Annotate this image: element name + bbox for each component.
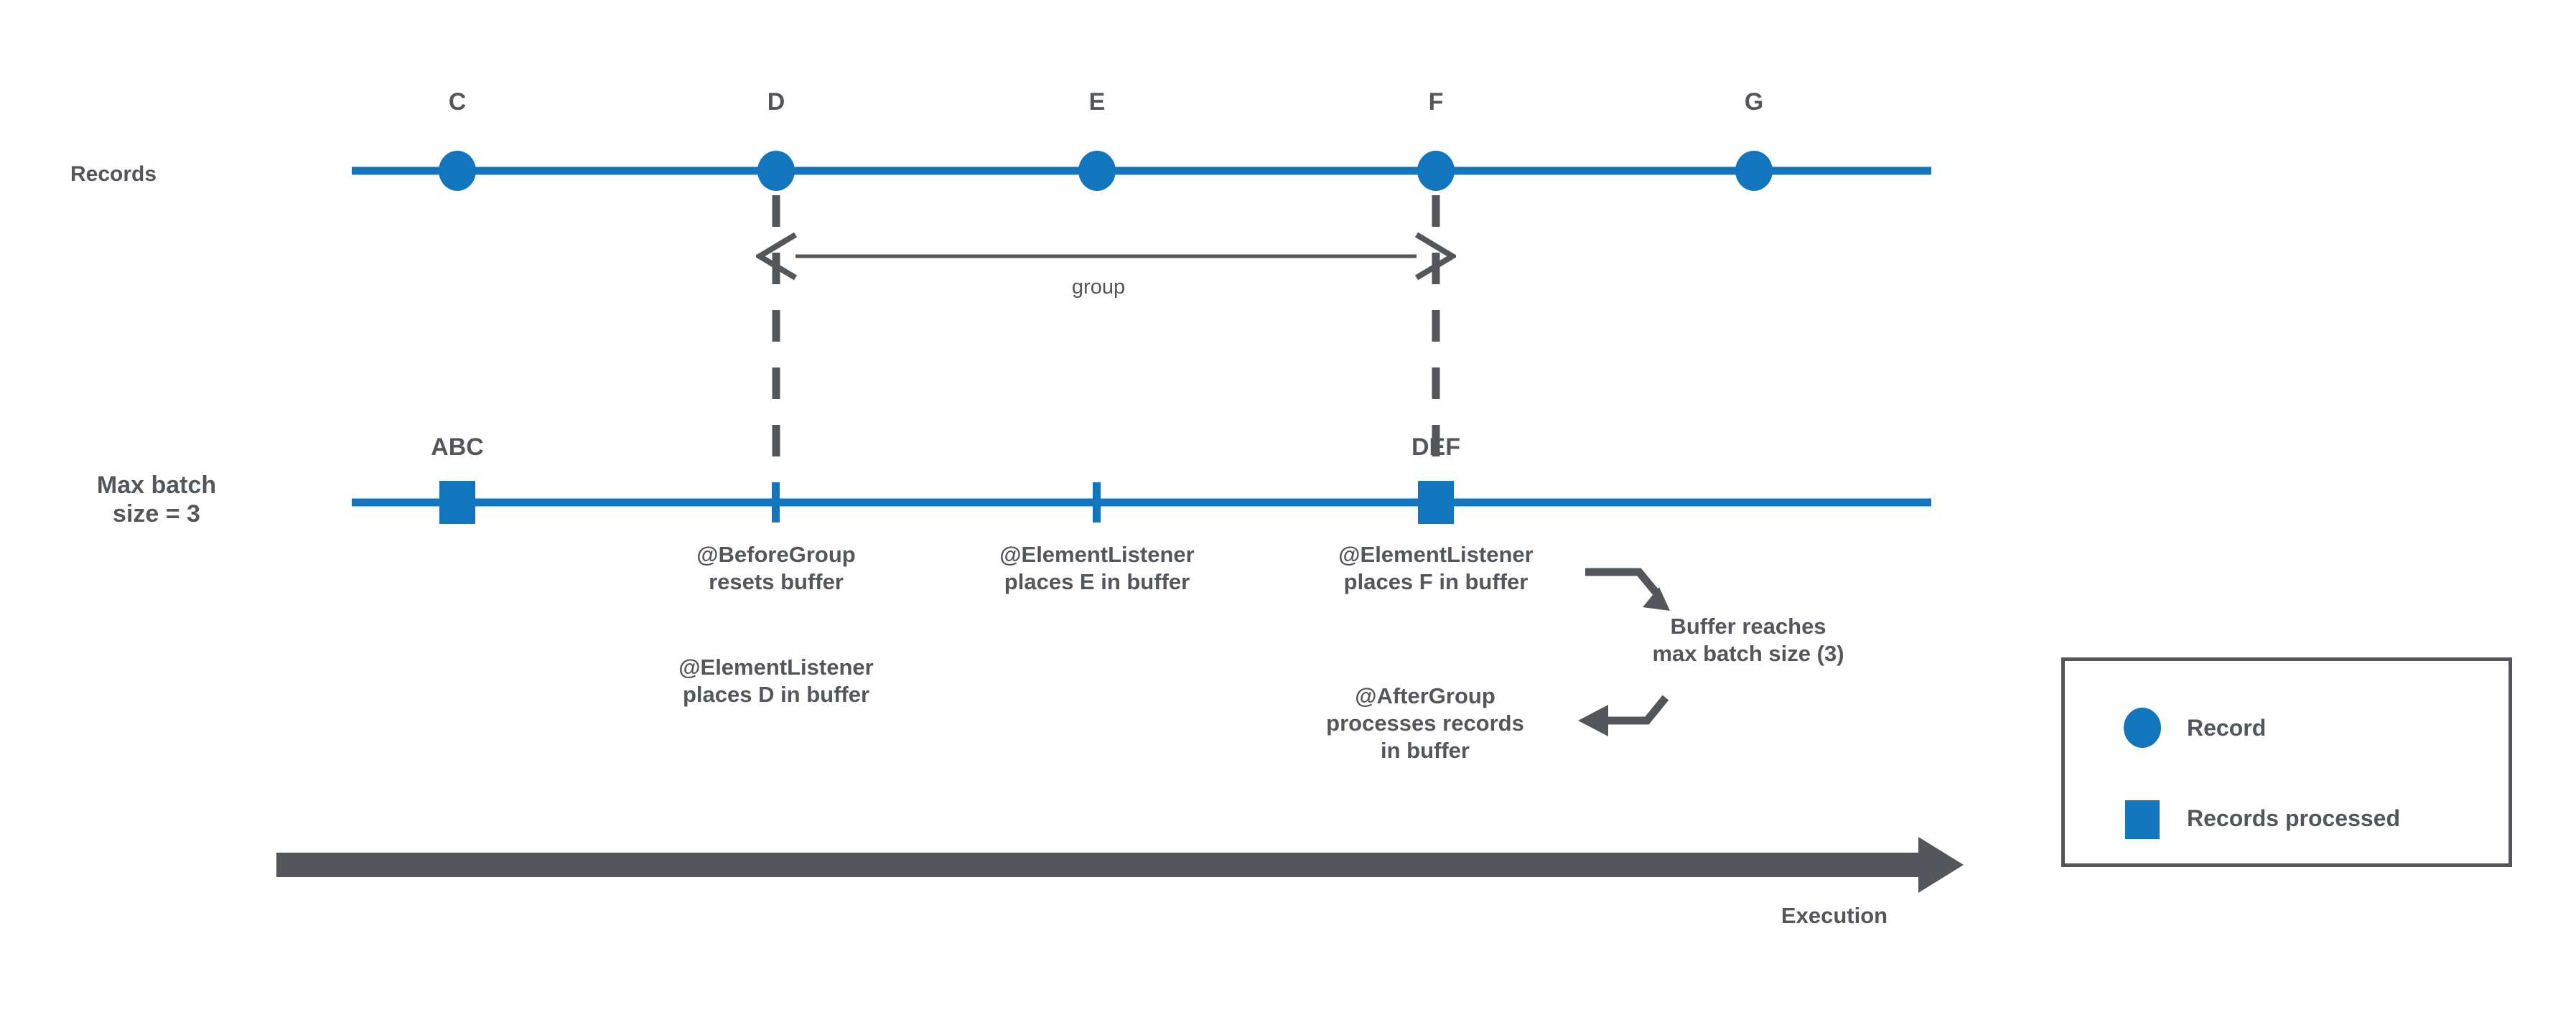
execution-axis-arrow xyxy=(276,837,1964,893)
record-label-e: E xyxy=(1088,88,1106,116)
callout-arrow-down-right xyxy=(1585,568,1663,599)
record-marker-c xyxy=(439,151,476,191)
execution-axis-label: Execution xyxy=(1781,903,1888,928)
callout-arrow-down-left xyxy=(1599,695,1669,725)
record-label-d: D xyxy=(767,88,785,116)
batch-tick-e xyxy=(1093,482,1101,522)
legend-record-label: Record xyxy=(2187,715,2267,741)
batch-label-abc: ABC xyxy=(431,433,484,461)
annotation-element-listener-e-line1: @ElementListener xyxy=(999,542,1195,567)
group-span-label: group xyxy=(1071,276,1126,299)
record-marker-d xyxy=(757,151,795,191)
record-marker-g xyxy=(1735,151,1773,191)
callout-arrowhead-down-right xyxy=(1643,587,1670,611)
row-label-max-batch-line2: size = 3 xyxy=(113,500,200,528)
annotation-before-group-line2: resets buffer xyxy=(709,569,844,594)
record-marker-e xyxy=(1078,151,1116,191)
legend-records-processed-square-icon xyxy=(2125,800,2160,839)
batch-marker-def xyxy=(1418,481,1454,524)
record-label-g: G xyxy=(1744,88,1764,116)
row-label-max-batch-line1: Max batch xyxy=(96,472,217,499)
batch-marker-abc xyxy=(439,481,475,524)
callout-arrowhead-down-left xyxy=(1578,705,1608,736)
annotation-element-listener-d-line2: places D in buffer xyxy=(682,682,870,707)
annotation-after-group-line1: @AfterGroup xyxy=(1355,683,1495,708)
legend-records-processed-label: Records processed xyxy=(2187,805,2401,831)
annotation-buffer-reaches-line2: max batch size (3) xyxy=(1652,641,1844,666)
batch-label-def: DEF xyxy=(1411,433,1460,461)
annotation-after-group-line2: processes records xyxy=(1326,711,1524,736)
record-label-f: F xyxy=(1428,88,1444,116)
batch-tick-d xyxy=(772,482,780,522)
annotation-element-listener-f-line1: @ElementListener xyxy=(1338,542,1534,567)
legend-record-circle-icon xyxy=(2124,708,2161,748)
annotation-after-group-line3: in buffer xyxy=(1381,738,1470,763)
annotation-element-listener-f-line2: places F in buffer xyxy=(1343,569,1529,594)
annotation-before-group-line1: @BeforeGroup xyxy=(696,542,856,567)
record-label-c: C xyxy=(448,88,467,116)
annotation-element-listener-e-line2: places E in buffer xyxy=(1004,569,1190,594)
annotation-buffer-reaches-line1: Buffer reaches xyxy=(1670,614,1826,639)
record-marker-f xyxy=(1417,151,1455,191)
row-label-records: Records xyxy=(70,162,157,186)
annotation-element-listener-d-line1: @ElementListener xyxy=(678,655,874,680)
